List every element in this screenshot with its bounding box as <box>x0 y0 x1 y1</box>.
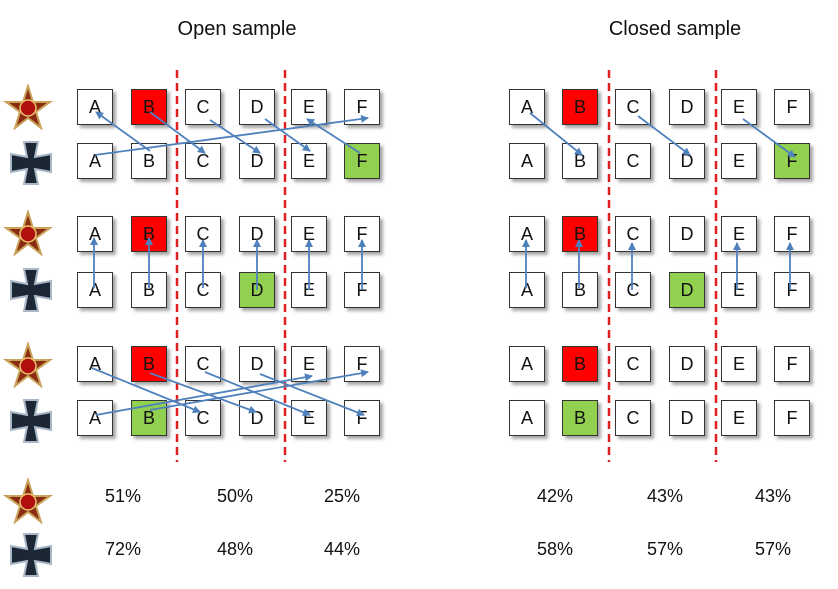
box-bottom-a: A <box>509 272 545 308</box>
percentage-value: 58% <box>536 539 574 559</box>
box-bottom-f: F <box>344 272 380 308</box>
percentage-value: 51% <box>104 486 142 506</box>
box-top-c: C <box>185 216 221 252</box>
box-bottom-c: C <box>185 143 221 179</box>
box-top-a: A <box>77 89 113 125</box>
box-bottom-b: B <box>131 272 167 308</box>
box-bottom-d: D <box>669 143 705 179</box>
box-bottom-d: D <box>239 272 275 308</box>
box-bottom-d: D <box>239 143 275 179</box>
box-top-b: B <box>131 216 167 252</box>
box-top-a: A <box>77 216 113 252</box>
iron-cross-icon <box>10 268 52 312</box>
box-bottom-e: E <box>721 143 757 179</box>
box-bottom-a: A <box>77 400 113 436</box>
box-bottom-b: B <box>562 143 598 179</box>
box-bottom-c: C <box>615 272 651 308</box>
box-bottom-e: E <box>291 143 327 179</box>
box-top-d: D <box>669 216 705 252</box>
box-bottom-f: F <box>344 143 380 179</box>
box-top-f: F <box>774 346 810 382</box>
box-top-e: E <box>291 89 327 125</box>
percentage-value: 57% <box>754 539 792 559</box>
box-bottom-d: D <box>239 400 275 436</box>
box-top-d: D <box>239 89 275 125</box>
box-top-c: C <box>615 89 651 125</box>
box-bottom-f: F <box>774 272 810 308</box>
box-bottom-f: F <box>774 143 810 179</box>
box-bottom-b: B <box>131 400 167 436</box>
percentage-value: 43% <box>754 486 792 506</box>
box-top-b: B <box>562 346 598 382</box>
box-top-c: C <box>615 346 651 382</box>
box-bottom-f: F <box>774 400 810 436</box>
title-open-sample: Open sample <box>177 18 297 40</box>
box-top-f: F <box>344 346 380 382</box>
box-bottom-b: B <box>562 272 598 308</box>
box-top-b: B <box>131 346 167 382</box>
box-bottom-a: A <box>77 143 113 179</box>
soviet-star-icon <box>2 478 54 524</box>
box-top-b: B <box>562 89 598 125</box>
iron-cross-icon <box>10 141 52 185</box>
percentage-value: 43% <box>646 486 684 506</box>
box-bottom-d: D <box>669 272 705 308</box>
iron-cross-icon <box>10 533 52 577</box>
box-top-a: A <box>77 346 113 382</box>
box-top-a: A <box>509 89 545 125</box>
box-bottom-a: A <box>509 400 545 436</box>
box-bottom-c: C <box>615 143 651 179</box>
box-top-d: D <box>669 346 705 382</box>
box-bottom-c: C <box>615 400 651 436</box>
soviet-star-icon <box>2 84 54 130</box>
box-bottom-e: E <box>291 272 327 308</box>
box-top-f: F <box>344 216 380 252</box>
box-top-f: F <box>774 89 810 125</box>
percentage-value: 57% <box>646 539 684 559</box>
box-bottom-e: E <box>291 400 327 436</box>
box-top-d: D <box>239 216 275 252</box>
box-bottom-a: A <box>77 272 113 308</box>
box-bottom-c: C <box>185 400 221 436</box>
box-top-a: A <box>509 346 545 382</box>
box-top-b: B <box>131 89 167 125</box>
soviet-star-icon <box>2 342 54 388</box>
box-top-e: E <box>291 216 327 252</box>
percentage-value: 25% <box>323 486 361 506</box>
box-top-e: E <box>721 346 757 382</box>
box-bottom-c: C <box>185 272 221 308</box>
soviet-star-icon <box>2 210 54 256</box>
box-bottom-e: E <box>721 272 757 308</box>
box-top-e: E <box>721 216 757 252</box>
box-top-e: E <box>291 346 327 382</box>
box-top-e: E <box>721 89 757 125</box>
box-top-d: D <box>239 346 275 382</box>
box-bottom-a: A <box>509 143 545 179</box>
box-top-c: C <box>185 89 221 125</box>
percentage-value: 72% <box>104 539 142 559</box>
percentage-value: 42% <box>536 486 574 506</box>
box-bottom-e: E <box>721 400 757 436</box>
box-top-c: C <box>185 346 221 382</box>
box-top-f: F <box>774 216 810 252</box>
percentage-value: 50% <box>216 486 254 506</box>
box-bottom-d: D <box>669 400 705 436</box>
box-top-f: F <box>344 89 380 125</box>
box-bottom-b: B <box>131 143 167 179</box>
iron-cross-icon <box>10 399 52 443</box>
box-bottom-b: B <box>562 400 598 436</box>
box-top-d: D <box>669 89 705 125</box>
percentage-value: 44% <box>323 539 361 559</box>
box-top-c: C <box>615 216 651 252</box>
box-top-a: A <box>509 216 545 252</box>
box-bottom-f: F <box>344 400 380 436</box>
percentage-value: 48% <box>216 539 254 559</box>
title-closed-sample: Closed sample <box>608 18 742 40</box>
box-top-b: B <box>562 216 598 252</box>
